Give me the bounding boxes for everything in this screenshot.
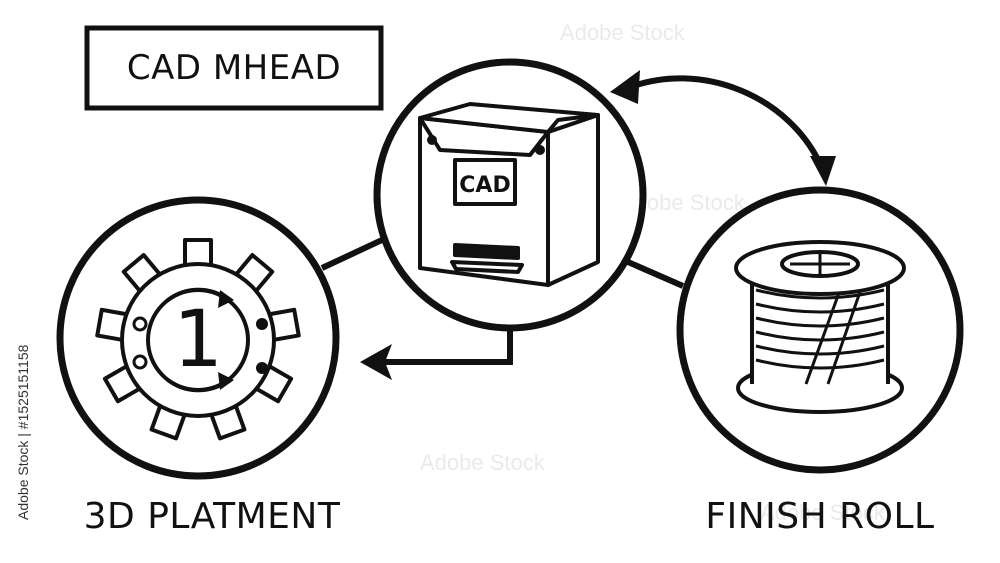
elbow-arrowhead <box>360 344 392 380</box>
stock-id-text: Adobe Stock | #1525151158 <box>15 344 31 520</box>
connector-left-center <box>320 237 384 271</box>
box-icon <box>418 102 600 287</box>
svg-text:Adobe Stock: Adobe Stock <box>760 500 886 525</box>
cad-box-label: CAD <box>459 173 510 198</box>
gear-digit: 1 <box>173 295 223 385</box>
node-cad-box: CAD <box>373 58 647 332</box>
spool-icon <box>734 240 906 414</box>
node-3d-placement: 1 <box>56 196 340 480</box>
title-box-label: CAD MHEAD <box>127 48 341 88</box>
svg-text:Adobe Stock: Adobe Stock <box>420 450 546 475</box>
svg-text:Adobe Stock: Adobe Stock <box>560 20 686 45</box>
left-node-label: 3D PLATMENT <box>84 496 341 537</box>
elbow-arrow <box>380 322 513 365</box>
right-node-label: FINISH ROLL <box>705 496 934 537</box>
node-finish-roll <box>676 186 964 474</box>
watermark-pattern: Adobe Stock Adobe Stock Adobe Stock Adob… <box>420 20 886 525</box>
arrowhead-top-right <box>810 156 836 186</box>
gear-icon: 1 <box>95 238 301 441</box>
curved-double-arrow <box>626 75 825 170</box>
title-box: CAD MHEAD <box>84 25 384 111</box>
arrowhead-top-left <box>610 70 640 104</box>
connector-center-right <box>626 259 685 289</box>
